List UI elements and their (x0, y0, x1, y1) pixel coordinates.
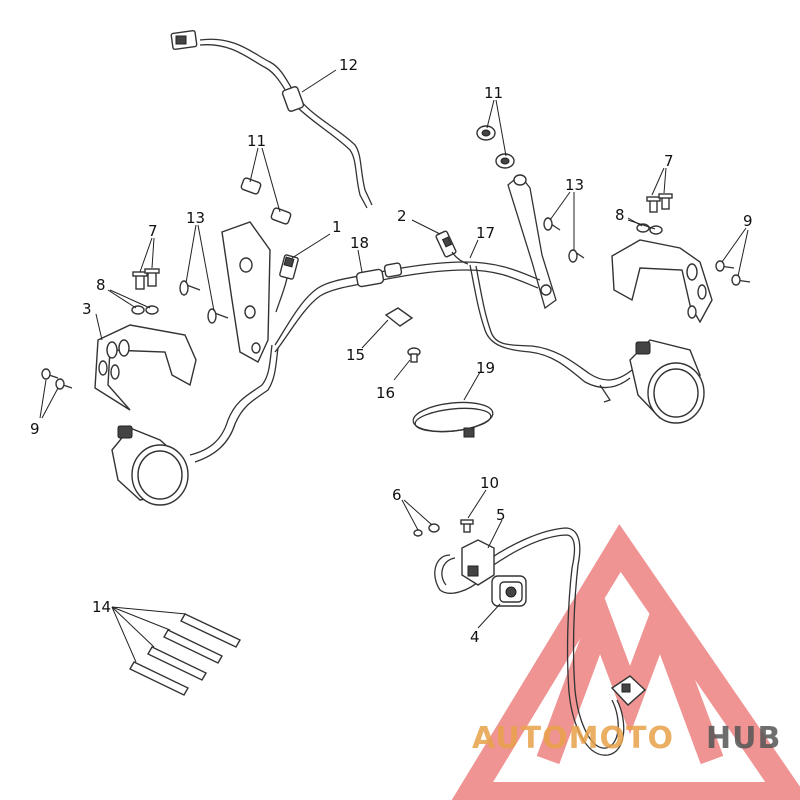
watermark-automoto: AUTOMOTO (472, 721, 674, 756)
watermark-text: AUTOMOTO HUB (472, 721, 781, 756)
callout-9-left: 9 (30, 420, 40, 438)
wire-harness-12 (170, 29, 373, 209)
callout-13-left: 13 (186, 209, 205, 227)
callout-4: 4 (470, 628, 480, 646)
clip-15 (384, 307, 414, 327)
screws-7-left (132, 268, 160, 290)
fog-lamp-left (111, 425, 189, 506)
cable-tie-19 (412, 401, 494, 438)
callout-2: 2 (397, 207, 407, 225)
callout-14: 14 (92, 598, 111, 616)
leader-lines (39, 69, 749, 663)
switch-4 (491, 575, 527, 607)
callout-7-right: 7 (664, 152, 674, 170)
callout-labels: 12 11 11 13 13 7 7 8 8 9 9 1 2 3 18 17 1… (30, 56, 753, 646)
switch-harness (434, 527, 625, 756)
callout-8-right: 8 (615, 206, 625, 224)
fog-lamp-right (629, 339, 705, 424)
bolts-13-right (543, 217, 585, 263)
lamp-bracket-right (611, 239, 713, 324)
callout-15: 15 (346, 346, 365, 364)
bolts-13-left (179, 280, 229, 324)
callout-17: 17 (476, 224, 495, 242)
callout-5: 5 (496, 506, 506, 524)
left-mount-bracket (221, 221, 271, 363)
switch-bracket-5 (461, 539, 495, 586)
right-mount-bracket (507, 174, 557, 310)
callout-6: 6 (392, 486, 402, 504)
callout-3: 3 (82, 300, 92, 318)
callout-16: 16 (376, 384, 395, 402)
callout-1: 1 (332, 218, 342, 236)
straps-14 (129, 613, 241, 696)
lamp-bracket-3-left (94, 324, 197, 411)
callout-13-right: 13 (565, 176, 584, 194)
callout-10: 10 (480, 474, 499, 492)
screw-10 (460, 519, 474, 533)
screws-9-right (715, 260, 751, 286)
connector-bottom (610, 675, 647, 706)
nuts-11-left (240, 177, 292, 225)
callout-11-right: 11 (484, 84, 503, 102)
callout-19: 19 (476, 359, 495, 377)
callout-8-left: 8 (96, 276, 106, 294)
callout-7-left: 7 (148, 222, 158, 240)
nuts-11-right (476, 125, 515, 169)
screw-16 (407, 347, 421, 363)
main-harness (189, 230, 633, 463)
callout-12: 12 (339, 56, 358, 74)
callout-11-left: 11 (247, 132, 266, 150)
callout-18: 18 (350, 234, 369, 252)
screws-7-right (646, 193, 673, 213)
screws-9-left (41, 368, 73, 390)
washers-8-left (131, 305, 159, 315)
callout-9-right: 9 (743, 212, 753, 230)
watermark-hub: HUB (706, 721, 781, 756)
